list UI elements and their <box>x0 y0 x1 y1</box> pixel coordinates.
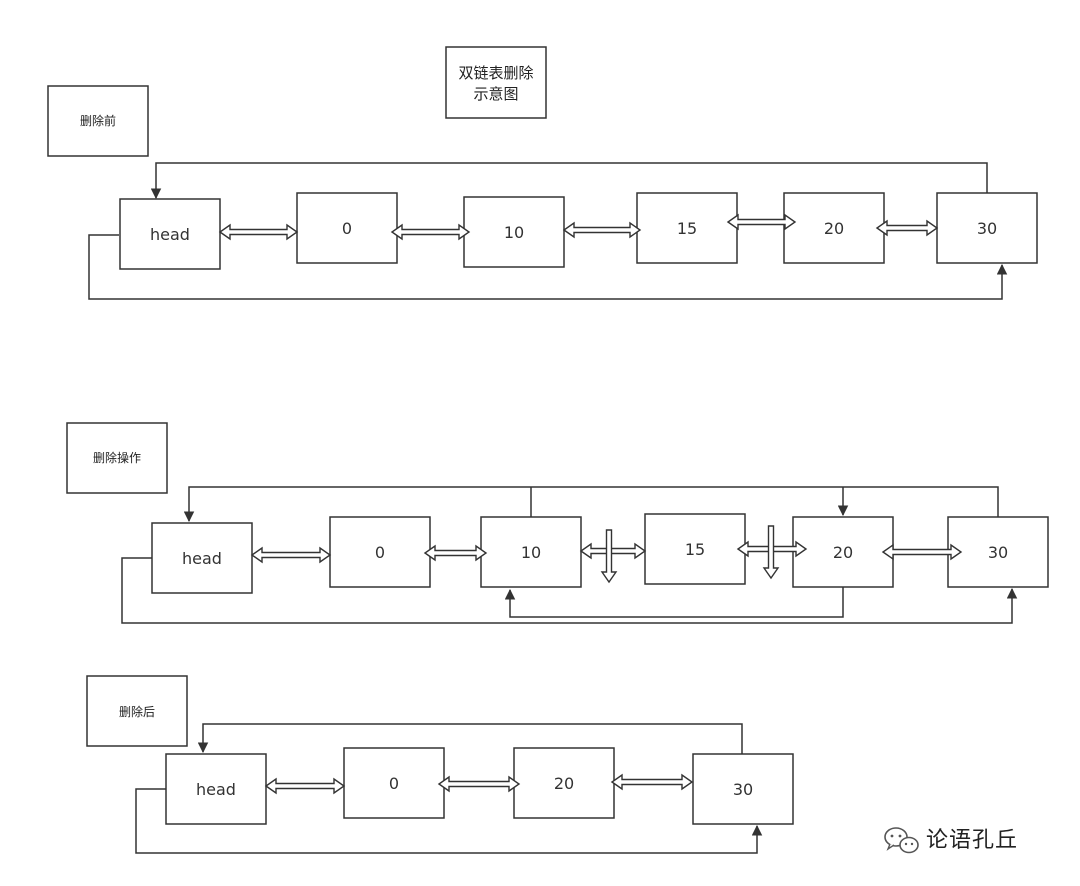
node-0: 0 <box>329 516 431 588</box>
wrap-line-bottom <box>135 788 763 854</box>
double-arrow <box>610 773 694 791</box>
wrap-line-bottom <box>88 234 1008 300</box>
double-arrow-shape <box>264 777 346 795</box>
wechat-icon <box>884 827 919 854</box>
section-after: 删除后 head 0 20 30 <box>86 675 794 854</box>
title-line-1: 双链表删除 <box>458 64 533 82</box>
double-arrow-shape <box>881 543 963 561</box>
double-arrow <box>264 777 346 795</box>
svg-text:30: 30 <box>733 780 753 799</box>
double-arrow <box>579 542 647 560</box>
watermark-text: 论语孔丘 <box>926 828 1018 853</box>
node-30: 30 <box>936 192 1038 264</box>
section-label-operation: 删除操作 <box>66 422 168 494</box>
remove-arrow-shape <box>762 525 780 580</box>
double-arrow-shape <box>250 546 332 564</box>
svg-text:15: 15 <box>685 540 705 559</box>
node-head: head <box>165 753 267 825</box>
double-arrow-shape <box>423 544 488 562</box>
svg-text:30: 30 <box>988 543 1008 562</box>
node-20: 20 <box>513 747 615 819</box>
svg-text:删除后: 删除后 <box>119 704 155 719</box>
svg-text:删除前: 删除前 <box>80 113 116 128</box>
double-arrow <box>423 544 488 562</box>
svg-text:20: 20 <box>554 774 574 793</box>
node-15: 15 <box>636 192 738 264</box>
double-arrow <box>726 213 797 231</box>
svg-text:20: 20 <box>833 543 853 562</box>
double-arrow <box>250 546 332 564</box>
double-arrow <box>437 775 521 793</box>
node-30: 30 <box>947 516 1049 588</box>
double-arrow <box>881 543 963 561</box>
double-arrow-shape <box>610 773 694 791</box>
svg-text:0: 0 <box>375 543 385 562</box>
node-10: 10 <box>480 516 582 588</box>
remove-arrow-down <box>600 529 618 584</box>
wrap-line-top <box>150 162 988 200</box>
svg-text:head: head <box>150 225 190 244</box>
diagram-title: 双链表删除 示意图 <box>445 46 547 119</box>
node-0: 0 <box>296 192 398 264</box>
wrap-line-bottom <box>121 557 1018 624</box>
bypass-line-bottom <box>504 587 844 618</box>
double-arrow-shape <box>218 223 299 241</box>
svg-text:15: 15 <box>677 219 697 238</box>
svg-text:10: 10 <box>521 543 541 562</box>
node-0: 0 <box>343 747 445 819</box>
double-arrow-shape <box>437 775 521 793</box>
double-arrow <box>390 223 471 241</box>
double-arrow-shape <box>579 542 647 560</box>
double-arrow-shape <box>390 223 471 241</box>
double-arrow-shape <box>726 213 797 231</box>
double-arrow-shape <box>875 219 939 237</box>
remove-arrow-down <box>762 525 780 580</box>
title-line-2: 示意图 <box>473 85 518 103</box>
node-20: 20 <box>792 516 894 588</box>
double-arrow <box>875 219 939 237</box>
svg-text:head: head <box>182 549 222 568</box>
svg-text:30: 30 <box>977 219 997 238</box>
section-before: 删除前 head 0 10 15 20 30 <box>47 85 1038 300</box>
svg-text:20: 20 <box>824 219 844 238</box>
svg-text:head: head <box>196 780 236 799</box>
node-30: 30 <box>692 753 794 825</box>
svg-text:10: 10 <box>504 223 524 242</box>
double-arrow <box>562 221 642 239</box>
wrap-line-top <box>183 486 999 523</box>
wrap-line-top <box>197 723 743 754</box>
double-arrow <box>218 223 299 241</box>
node-head: head <box>151 522 253 594</box>
section-label-after: 删除后 <box>86 675 188 747</box>
node-20: 20 <box>783 192 885 264</box>
node-head: head <box>119 198 221 270</box>
section-operation: 删除操作 head 0 10 15 20 30 <box>66 422 1049 624</box>
svg-text:0: 0 <box>389 774 399 793</box>
node-15: 15 <box>644 513 746 585</box>
section-label-before: 删除前 <box>47 85 149 157</box>
svg-text:0: 0 <box>342 219 352 238</box>
svg-text:删除操作: 删除操作 <box>93 450 141 465</box>
remove-arrow-shape <box>600 529 618 584</box>
node-10: 10 <box>463 196 565 268</box>
double-arrow-shape <box>562 221 642 239</box>
watermark: 论语孔丘 <box>884 827 1018 854</box>
